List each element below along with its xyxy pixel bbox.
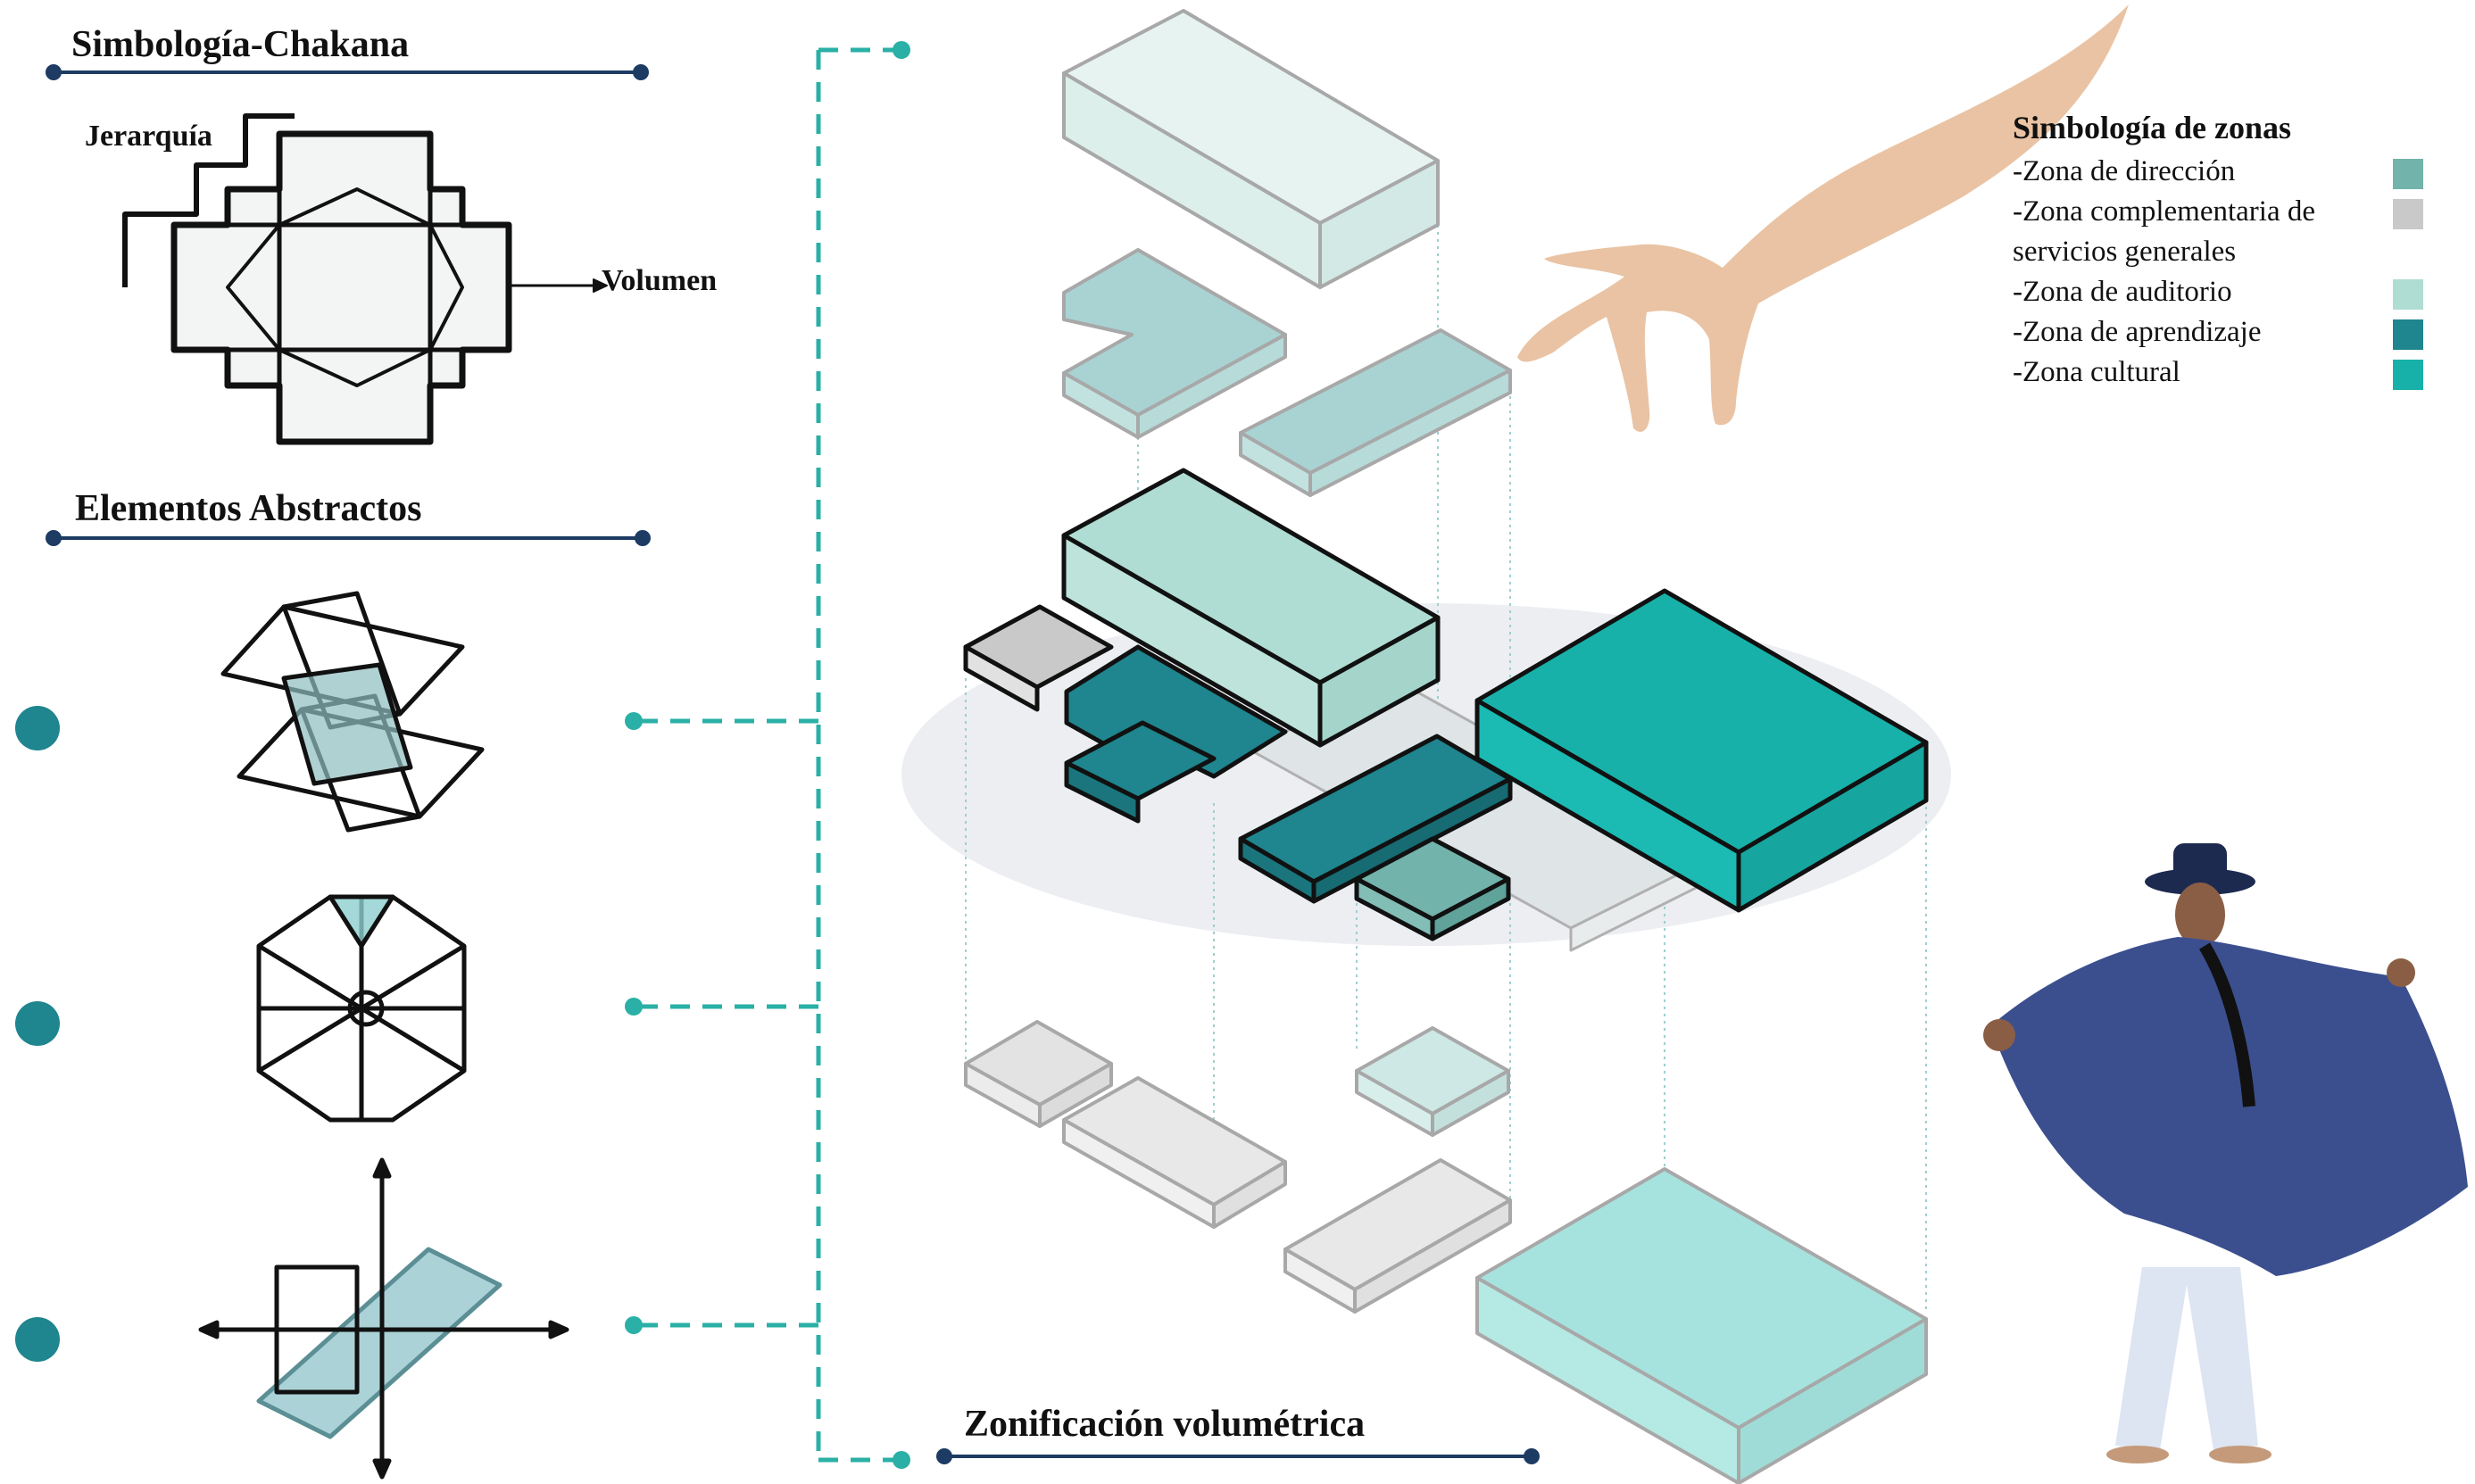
legend-item-label: -Zona de auditorio (2013, 276, 2232, 308)
upper-volume-auditorio (1062, 9, 1440, 289)
legend-item-direccion: -Zona de dirección (2013, 152, 2423, 192)
abstract-bullet-2 (15, 1001, 60, 1046)
main-building (963, 468, 1929, 952)
zone-legend: Simbología de zonas -Zona de dirección -… (2013, 109, 2423, 393)
abstract-sketch-3 (198, 1157, 569, 1480)
abstract-sketch-2 (256, 894, 467, 1123)
legend-swatch (2393, 279, 2423, 310)
zonification-title: Zonificación volumétrica (964, 1404, 1366, 1445)
zonification-title-rule (936, 1448, 1540, 1464)
abstract-bullet-3 (15, 1317, 60, 1362)
upper-volume-direccion-bar (1239, 328, 1512, 497)
legend-item-aprendizaje: -Zona de aprendizaje (2013, 312, 2423, 352)
legend-swatch (2393, 159, 2423, 189)
legend-item-cultural: -Zona cultural (2013, 352, 2423, 393)
legend-swatch (2393, 319, 2423, 350)
dashed-connectors (638, 47, 897, 1463)
hierarchy-label: Jerarquía (85, 120, 212, 153)
chakana-sketch (122, 113, 608, 445)
legend-item-label: -Zona de dirección (2013, 155, 2236, 187)
abstract-bullet-1 (15, 706, 60, 750)
chakana-title: Simbología-Chakana (71, 24, 410, 65)
legend-item-label: -Zona cultural (2013, 356, 2180, 388)
hand-illustration (1517, 4, 2129, 432)
volume-label: Volumen (602, 264, 718, 297)
legend-item-servicios: -Zona complementaria de servicios genera… (2013, 192, 2423, 272)
legend-title: Simbología de zonas (2013, 110, 2292, 145)
person-illustration (1983, 843, 2468, 1463)
abstract-title-rule (46, 530, 651, 546)
connector-dots (625, 41, 910, 1469)
chakana-title-rule (46, 64, 649, 80)
legend-swatch (2393, 360, 2423, 390)
legend-swatch (2393, 199, 2423, 229)
legend-item-label: -Zona de aprendizaje (2013, 316, 2262, 348)
abstract-sketch-1 (220, 591, 485, 833)
upper-volume-direccion-l (1062, 248, 1287, 439)
abstract-title: Elementos Abstractos (75, 488, 422, 529)
legend-item-label: -Zona complementaria de servicios genera… (2013, 195, 2316, 268)
lower-volumes (964, 1020, 1928, 1484)
legend-item-auditorio: -Zona de auditorio (2013, 272, 2423, 312)
